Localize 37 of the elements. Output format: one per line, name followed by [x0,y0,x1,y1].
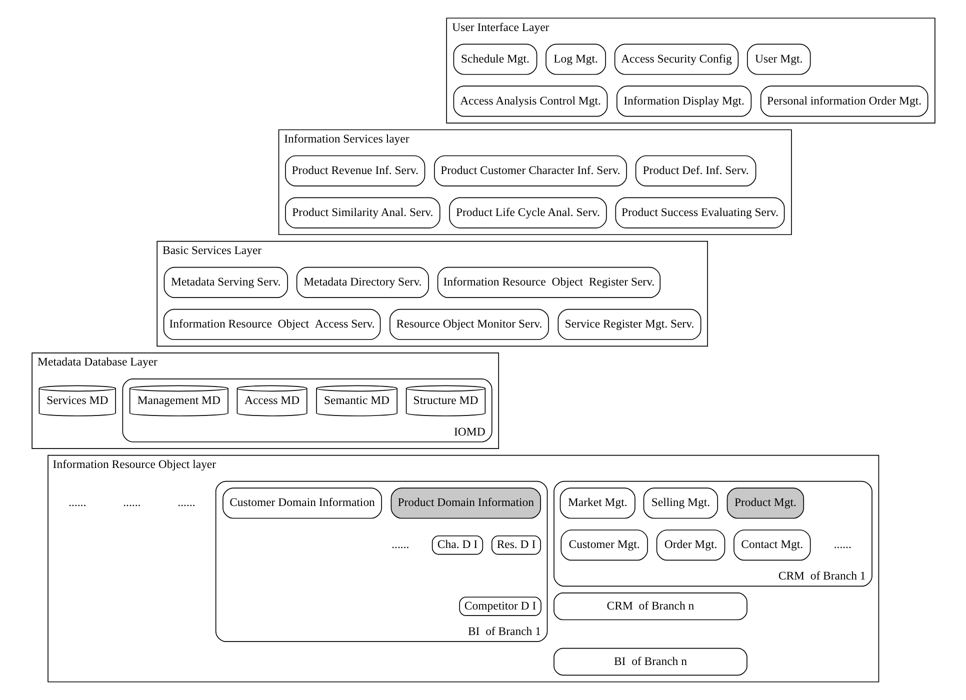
node-box: Res. D I [490,535,540,555]
label: ...... [68,496,86,510]
node-box: Product Revenue Inf. Serv. [284,155,425,186]
node-box: Market Mgt. [559,488,635,519]
node-box: Log Mgt. [545,44,606,75]
label: ...... [177,496,195,510]
node-box: Access Analysis Control Mgt. [452,86,608,117]
node-box: Personal information Order Mgt. [760,86,928,117]
node-box: Access Security Config [614,44,738,75]
label: ...... [391,538,409,552]
node-box: Competitor D I [458,596,541,616]
node-box: Information Resource Object Access Serv. [162,308,380,340]
node-box: Contact Mgt. [733,530,810,561]
node-box: Selling Mgt. [642,488,718,519]
node-box: Information Display Mgt. [616,86,752,117]
node-box: Product Customer Character Inf. Serv. [434,155,626,186]
node-box: BI of Branch n [553,648,747,676]
node-box: User Mgt. [746,44,810,75]
label: ...... [122,496,140,510]
node-box: Resource Object Monitor Serv. [389,308,548,340]
node-box: Product Domain Information [390,488,540,519]
node-box: Metadata Directory Serv. [296,266,428,298]
node-box: Product Life Cycle Anal. Serv. [448,197,606,228]
node-box: Product Mgt. [726,488,804,519]
label: ...... [833,538,851,552]
node-box: Customer Mgt. [560,530,648,561]
node-box: Metadata Serving Serv. [163,266,288,298]
node-box: CRM of Branch n [553,592,747,620]
node-box: Product Def. Inf. Serv. [634,155,756,186]
node-box: Product Similarity Anal. Serv. [284,197,440,228]
node-box: Service Register Mgt. Serv. [557,308,701,340]
node-box: Cha. D I [431,535,483,555]
node-box: Information Resource Object Register Serv. [436,266,660,298]
node-box: Order Mgt. [656,530,725,561]
node-box: Customer Domain Information [222,488,382,519]
node-box: Product Success Evaluating Serv. [614,197,784,228]
node-box: Schedule Mgt. [452,44,537,75]
